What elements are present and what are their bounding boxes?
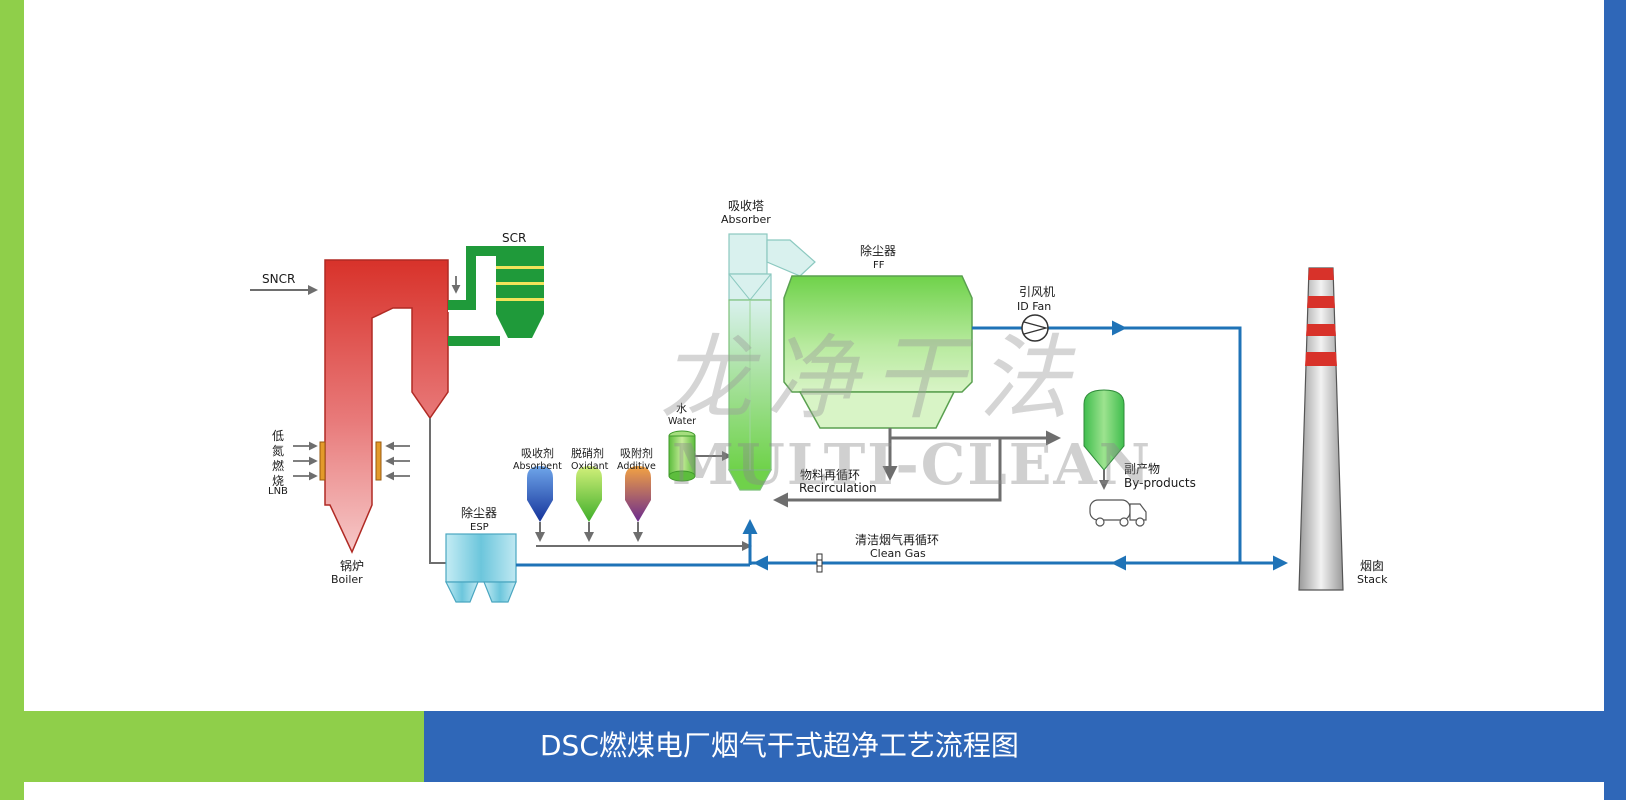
chimney-stack: [1298, 267, 1344, 591]
material-recirculation-loop: [773, 428, 1061, 508]
lnb-char-3: 燃: [272, 458, 284, 473]
caption-bar-blue: [424, 711, 1604, 782]
absorbent-label-en: Absorbent: [513, 461, 562, 472]
esp-label-cn: 除尘器: [461, 505, 497, 520]
absorber-label-en: Absorber: [721, 213, 771, 226]
esp-label-en: ESP: [470, 522, 489, 533]
left-frame-bar: [0, 0, 24, 800]
boiler-to-esp-duct: [429, 418, 446, 564]
boiler-label-en: Boiler: [331, 573, 363, 586]
ff-outlet-pipe: [972, 320, 1288, 571]
lnb-label-en: LNB: [268, 486, 288, 497]
recirc-label-en: Recirculation: [799, 481, 877, 495]
byproducts-label-en: By-products: [1124, 476, 1196, 490]
water-label-cn: 水: [676, 402, 687, 415]
lnb-char-2: 氮: [272, 443, 284, 458]
absorbent-label-cn: 吸收剂: [521, 446, 554, 460]
diagram-caption: DSC燃煤电厂烟气干式超净工艺流程图: [540, 729, 1019, 762]
water-tank: [668, 430, 732, 482]
scr-reactor: [448, 246, 544, 346]
boiler-label-cn: 锅炉: [340, 558, 364, 573]
ff-label-cn: 除尘器: [860, 243, 896, 258]
caption-bar-green: [24, 711, 424, 782]
watermark-en: MULTI-CLEAN: [672, 432, 1152, 498]
lnb-air-arrows: [293, 441, 410, 481]
ff-baghouse: [783, 275, 973, 429]
cleangas-label-en: Clean Gas: [870, 547, 926, 560]
byproducts-label-cn: 副产物: [1124, 462, 1160, 476]
right-frame-bar: [1604, 0, 1626, 800]
ff-label-en: FF: [873, 260, 885, 271]
idfan-label-en: ID Fan: [1017, 300, 1051, 313]
water-label-en: Water: [668, 416, 696, 427]
scr-label: SCR: [502, 231, 526, 245]
esp-precipitator: [445, 533, 517, 603]
stack-label-cn: 烟囱: [1360, 559, 1384, 573]
additive-label-cn: 吸附剂: [620, 446, 653, 460]
watermark-cn: 龙净干法: [660, 325, 1084, 432]
lnb-char-4: 烧: [272, 474, 284, 488]
lnb-char-1: 低: [272, 429, 284, 443]
reagent-feed-lines: [535, 522, 752, 551]
sncr-label: SNCR: [262, 272, 295, 286]
idfan-label-cn: 引风机: [1019, 285, 1055, 299]
oxidant-label-cn: 脱硝剂: [571, 446, 604, 460]
process-flow-diagram: SNCR 低 氮 燃 烧 LNB 锅炉 Boiler SCR: [250, 199, 1388, 603]
absorber-tower: [727, 233, 816, 491]
oxidant-label-en: Oxidant: [571, 461, 609, 472]
stack-label-en: Stack: [1357, 573, 1388, 586]
cleangas-label-cn: 清洁烟气再循环: [855, 532, 939, 547]
additive-label-en: Additive: [617, 461, 656, 472]
id-fan: [1021, 314, 1049, 342]
truck-icon: [1089, 499, 1147, 527]
additive-silo: [625, 466, 651, 522]
byproducts-silo: [1083, 389, 1125, 490]
absorber-label-cn: 吸收塔: [728, 199, 764, 213]
clean-gas-damper-icon: [816, 553, 823, 573]
absorbent-silo: [527, 466, 553, 522]
boiler: [319, 259, 449, 554]
recirc-label-cn: 物料再循环: [800, 468, 860, 482]
oxidant-silo: [576, 466, 602, 522]
